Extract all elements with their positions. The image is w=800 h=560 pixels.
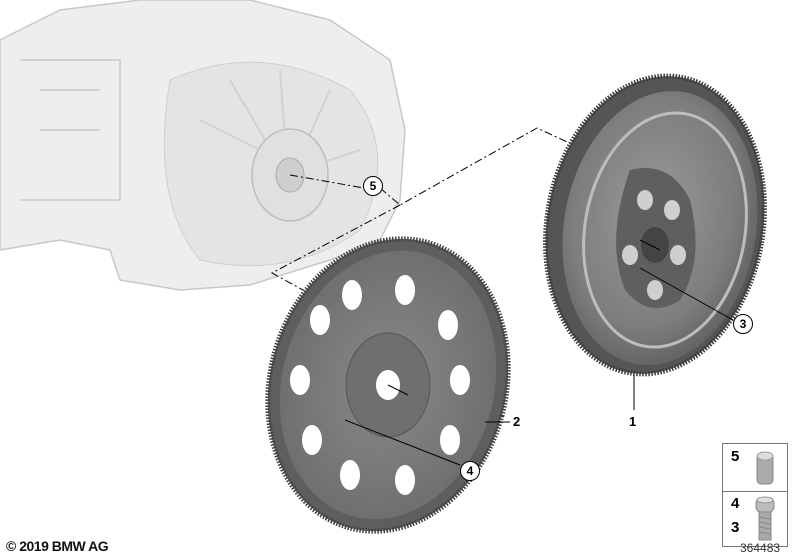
torx-bolt-icon	[755, 496, 775, 541]
diagram-number: 364483	[740, 541, 781, 555]
copyright-notice: © 2019 BMW AG	[6, 538, 109, 554]
callout-2: 2	[513, 414, 521, 429]
legend-number: 3	[731, 519, 740, 536]
parts-legend: 5 4 3	[722, 443, 788, 547]
callout-4: 4	[460, 461, 480, 481]
dowel-pin-icon	[756, 451, 774, 485]
legend-row-bolt: 4 3	[723, 492, 787, 546]
callout-5: 5	[363, 176, 383, 196]
callout-1: 1	[629, 414, 637, 429]
dual-mass-flywheel	[542, 73, 768, 377]
legend-row-dowel: 5	[723, 444, 787, 492]
connection-lines	[270, 127, 579, 307]
legend-number: 4	[731, 495, 740, 512]
callout-3: 3	[733, 314, 753, 334]
engine-block	[0, 0, 406, 291]
legend-number: 5	[731, 448, 740, 465]
leader-lines	[344, 239, 734, 466]
